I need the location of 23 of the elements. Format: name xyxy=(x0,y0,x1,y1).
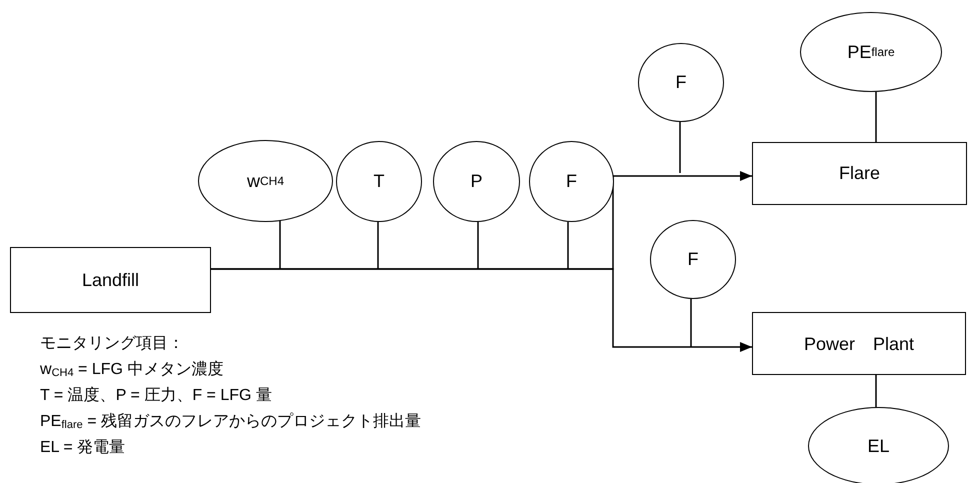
flow-arrow xyxy=(211,268,752,352)
legend-heading: モニタリング項目： xyxy=(40,334,184,354)
sensor-ellipse: EL xyxy=(808,407,949,483)
sensor-ellipse: P xyxy=(433,141,520,222)
leader-line xyxy=(279,221,281,269)
leader-line xyxy=(679,122,681,173)
sensor-ellipse: F xyxy=(529,141,614,222)
process-box: Landfill xyxy=(10,247,211,313)
process-box: Power Plant xyxy=(752,312,966,375)
leader-line xyxy=(567,222,569,269)
sensor-ellipse: F xyxy=(650,220,736,299)
connector-line xyxy=(875,375,877,407)
legend-note: T = 温度、P = 圧力、F = LFG 量 xyxy=(40,386,272,406)
sensor-ellipse: F xyxy=(638,43,724,122)
legend-note: w$_{CH4}$ = LFG 中メタン濃度 xyxy=(40,360,224,380)
connector-line xyxy=(875,92,877,142)
leader-line xyxy=(690,299,692,347)
process-box: Flare xyxy=(752,142,967,205)
leader-line xyxy=(477,222,479,269)
sensor-ellipse: T xyxy=(336,141,422,222)
leader-line xyxy=(377,222,379,269)
legend-note: EL = 発電量 xyxy=(40,438,126,458)
legend-note: PE$_{flare}$ = 残留ガスのフレアからのプロジェクト排出量 xyxy=(40,412,421,432)
